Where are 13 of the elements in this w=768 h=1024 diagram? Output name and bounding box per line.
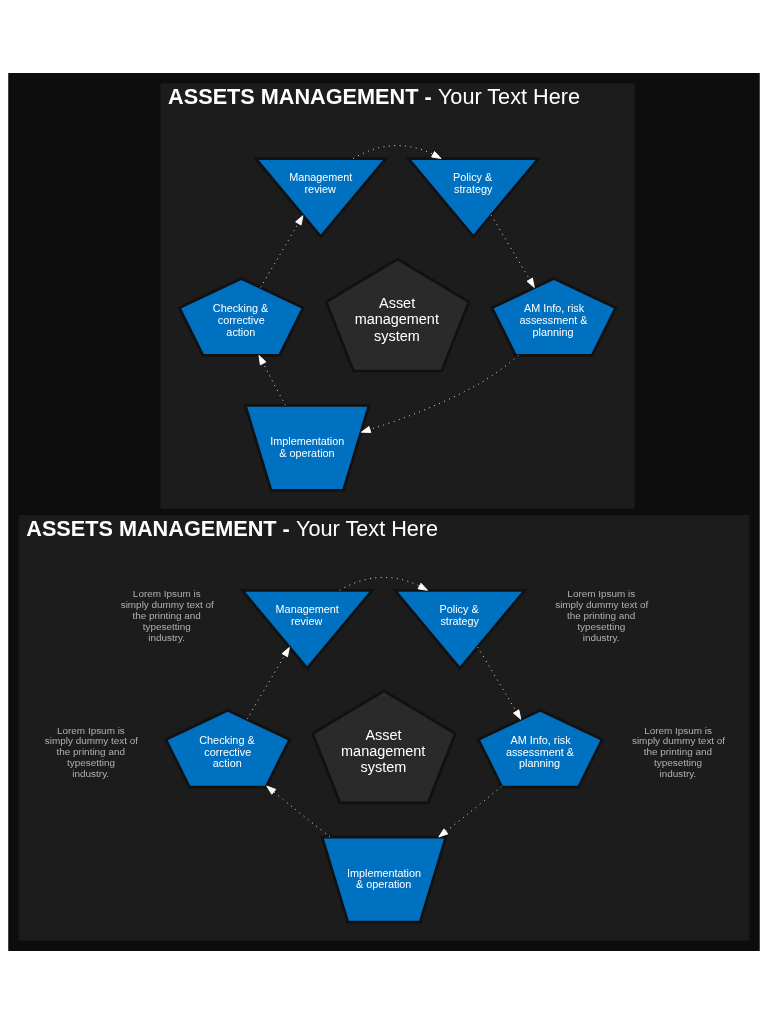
arrow <box>477 646 522 720</box>
arrow <box>266 785 331 838</box>
arrow <box>260 215 304 288</box>
arrow <box>246 647 290 720</box>
node-label: Lorem Ipsum is simply dummy text of the printing and typesetting industry. <box>555 588 649 643</box>
node-label: Lorem Ipsum is simply dummy text of the printing and typesetting industry. <box>44 724 138 779</box>
node-label: Lorem Ipsum is simply dummy text of the printing and typesetting industry. <box>631 724 726 779</box>
arrow <box>360 355 519 433</box>
arrow <box>438 786 502 838</box>
arrow <box>258 354 286 406</box>
arrow <box>490 214 535 288</box>
node-label: Lorem Ipsum is simply dummy text of the printing and typesetting industry. <box>120 588 214 643</box>
arrow <box>352 145 442 159</box>
